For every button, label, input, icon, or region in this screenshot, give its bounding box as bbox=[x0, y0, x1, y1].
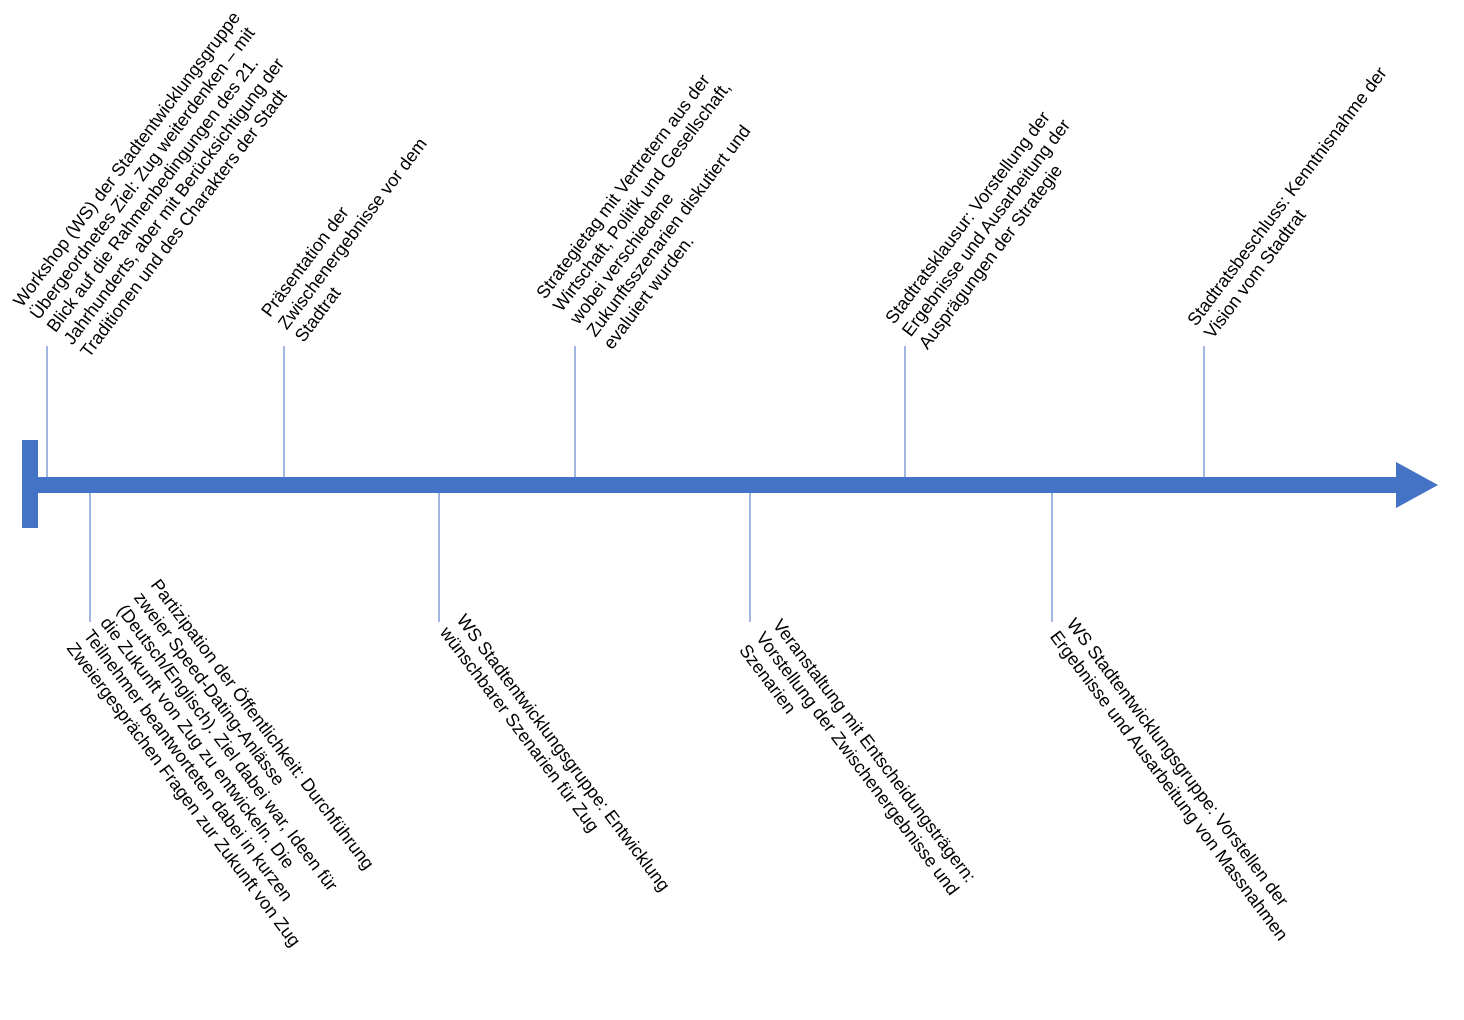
event-label-above-3: Strategietag mit Vertretern aus derWirts… bbox=[532, 65, 785, 354]
event-label-above-4-line: Ergebnisse und Ausarbeitung der bbox=[898, 115, 1074, 340]
event-label-below-3: Veranstaltung mit Entscheidungsträgern:V… bbox=[735, 615, 980, 911]
event-label-below-4-line: WS Stadtentwicklungsgruppe: Vorstellen d… bbox=[1063, 614, 1293, 910]
timeline-axis bbox=[22, 477, 1398, 493]
event-label-above-2: Präsentation derZwischenergebnisse vor d… bbox=[257, 121, 447, 345]
event-label-below-2-line: WS Stadtentwicklungsgruppe: Entwicklung bbox=[453, 610, 674, 895]
event-label-below-4-line: Ergebnisse und Ausarbeitung von Massnahm… bbox=[1046, 627, 1292, 944]
event-label-below-3-line: Veranstaltung mit Entscheidungsträgern: bbox=[769, 615, 980, 886]
event-label-above-5: Stadtratsbeschluss: Kenntnisnahme derVis… bbox=[1183, 63, 1407, 342]
timeline-arrowhead bbox=[1396, 462, 1438, 508]
event-label-below-2: WS Stadtentwicklungsgruppe: Entwicklungw… bbox=[435, 610, 674, 908]
event-label-below-4: WS Stadtentwicklungsgruppe: Vorstellen d… bbox=[1046, 614, 1309, 944]
event-label-below-3-line: Vorstellung der Zwischenergebnisse und bbox=[752, 628, 963, 899]
event-label-above-4: Stadtratsklausur: Vorstellung derErgebni… bbox=[881, 103, 1091, 353]
event-label-below-1: Partizipation der Öffentlichkeit: Durchf… bbox=[63, 575, 389, 950]
event-label-above-5-line: Stadtratsbeschluss: Kenntnisnahme der bbox=[1183, 63, 1390, 329]
event-label-below-2-line: wünschbarer Szenarien für Zug bbox=[435, 622, 603, 835]
event-label-above-1-line: Blick auf die Rahmenbedingungen des 21. bbox=[43, 54, 263, 336]
event-label-above-2-line: Zwischenergebnisse vor dem bbox=[274, 134, 431, 333]
